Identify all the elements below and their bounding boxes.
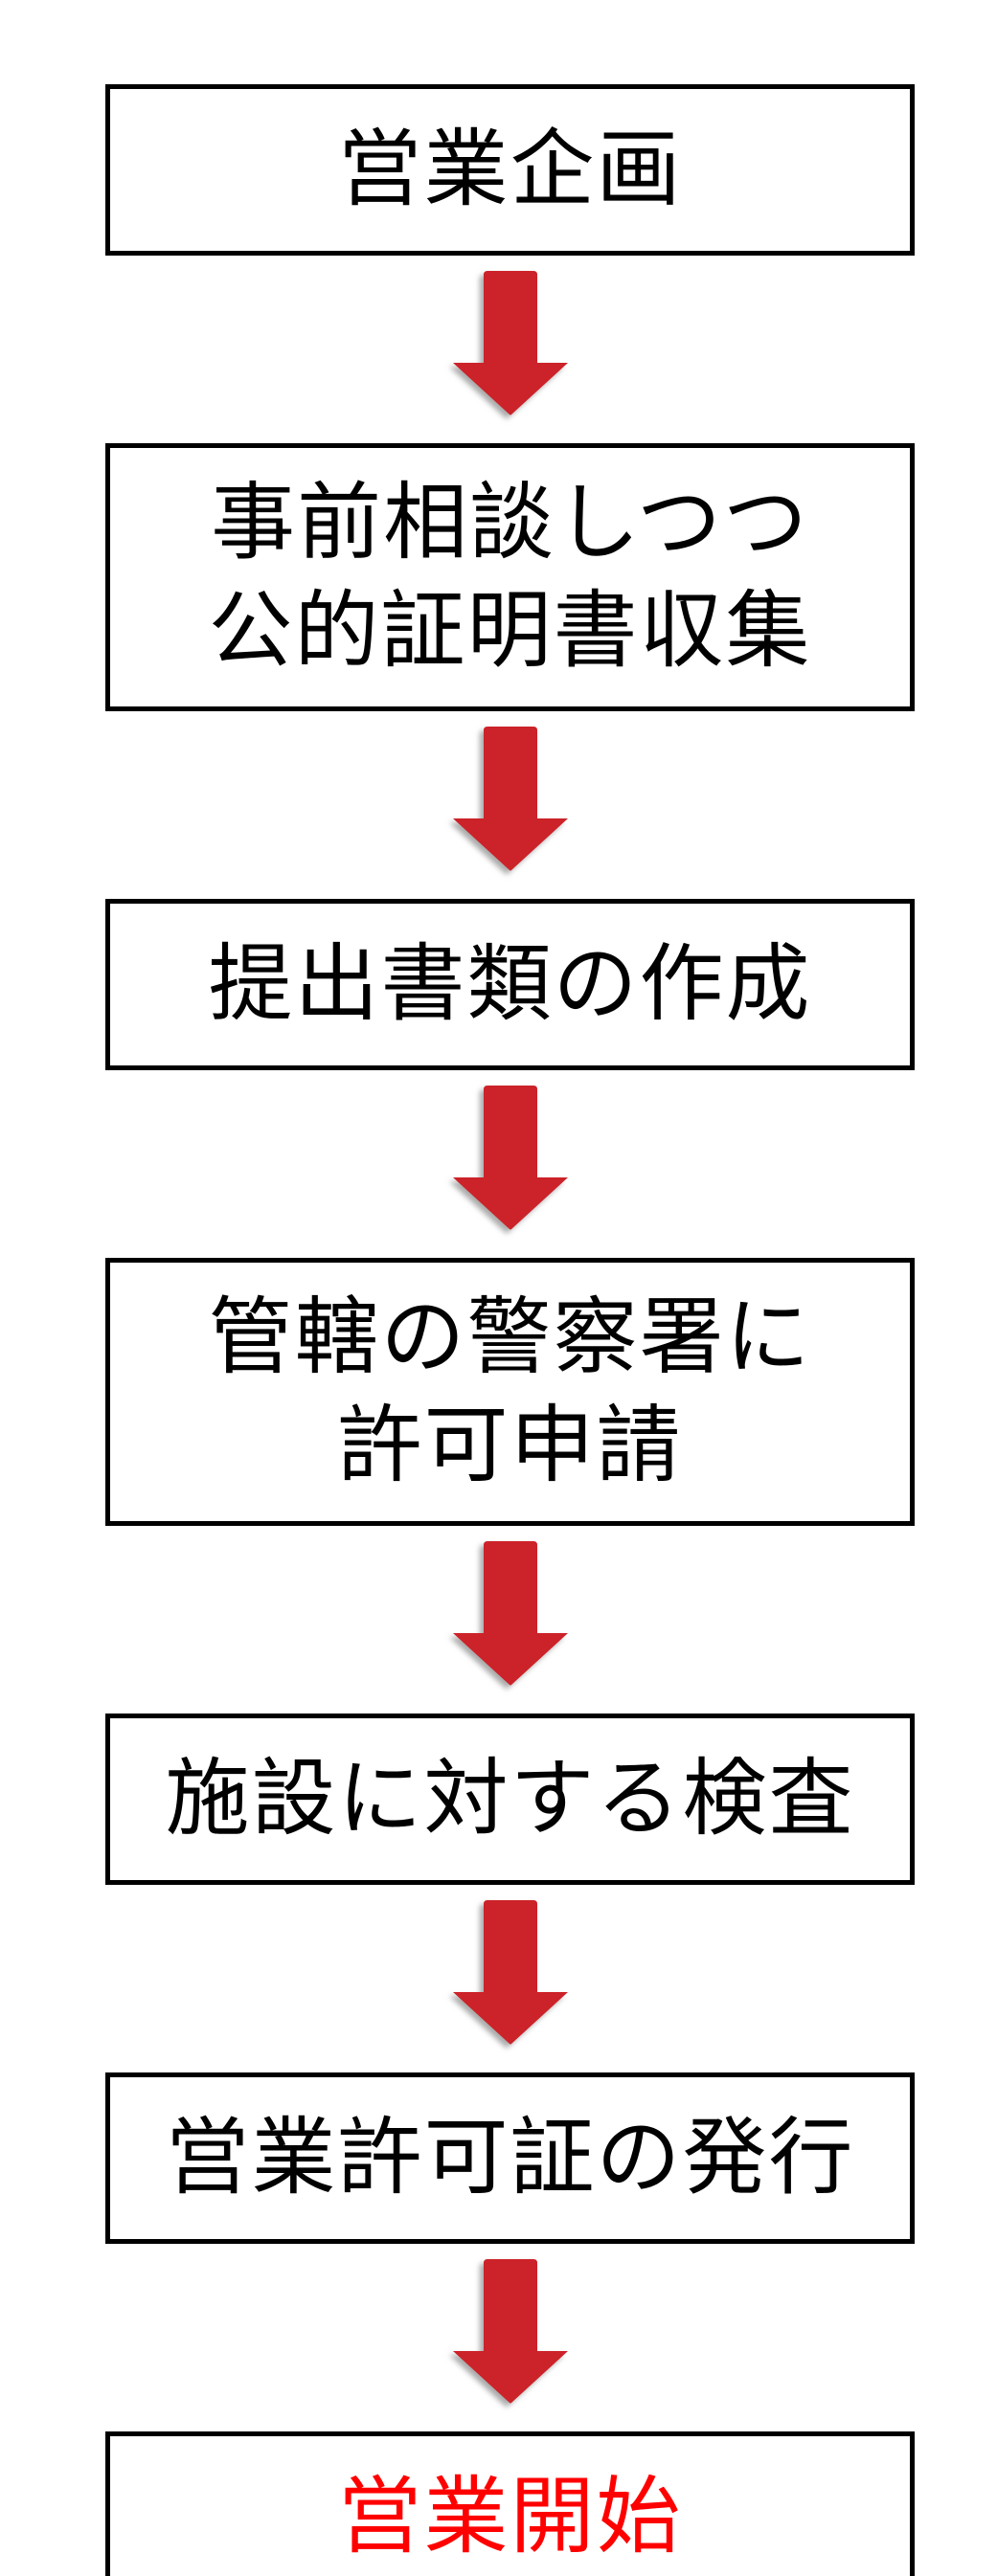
down-arrow-icon	[451, 2259, 570, 2405]
flow-step-7: 営業開始	[105, 2431, 915, 2576]
flow-step-7-label: 営業開始	[337, 2469, 683, 2565]
flow-step-5-label: 施設に対する検査	[165, 1751, 855, 1847]
down-arrow-icon	[451, 271, 570, 416]
flow-step-3-label: 提出書類の作成	[208, 936, 812, 1032]
flow-step-2-label: 事前相談しつつ	[211, 475, 809, 571]
flow-step-1: 営業企画	[105, 84, 915, 256]
flow-step-6-label: 営業許可証の発行	[165, 2110, 855, 2206]
down-arrow-icon	[451, 727, 570, 872]
flowchart: 営業企画 事前相談しつつ公的証明書収集 提出書類の作成 管轄の警察署に許可申請 …	[105, 0, 915, 2576]
flow-step-2: 事前相談しつつ公的証明書収集	[105, 443, 915, 711]
flow-step-1-label: 営業企画	[337, 122, 683, 217]
flow-step-3: 提出書類の作成	[105, 899, 915, 1070]
flow-step-4-label: 許可申請	[337, 1398, 683, 1492]
flow-step-6: 営業許可証の発行	[105, 2072, 915, 2244]
down-arrow-icon	[451, 1086, 570, 1231]
down-arrow-icon	[451, 1900, 570, 2046]
flow-step-4-label: 管轄の警察署に	[208, 1289, 812, 1385]
down-arrow-icon	[451, 1541, 570, 1687]
flow-step-5: 施設に対する検査	[105, 1714, 915, 1885]
flow-step-4: 管轄の警察署に許可申請	[105, 1258, 915, 1526]
flow-step-2-label: 公的証明書収集	[208, 583, 812, 678]
